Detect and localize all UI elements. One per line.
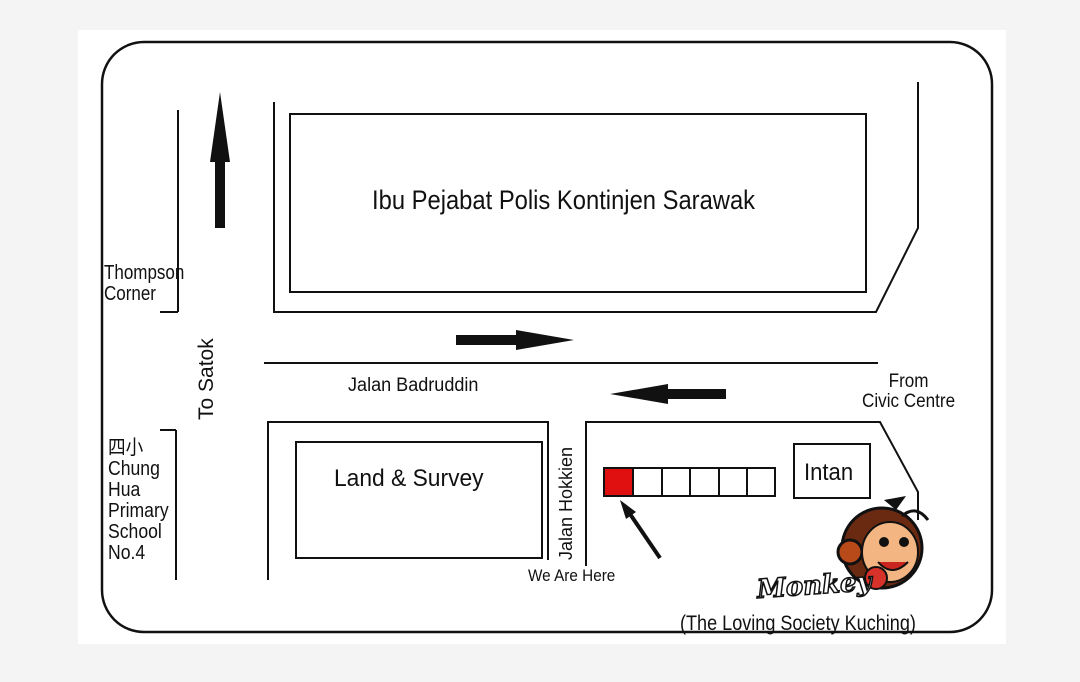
monkey-mascot-icon bbox=[836, 496, 930, 590]
shop-lot bbox=[718, 467, 748, 497]
jalan-badruddin-label: Jalan Badruddin bbox=[348, 375, 479, 396]
pointer-arrow-line bbox=[628, 512, 662, 560]
shop-lot bbox=[632, 467, 663, 497]
shop-lot-here bbox=[603, 467, 634, 497]
traffic-arrow-east bbox=[456, 330, 574, 350]
jalan-hokkien-label: Jalan Hokkien bbox=[556, 446, 576, 560]
road-edge-police-block bbox=[273, 82, 919, 313]
road-edge-right-block bbox=[585, 421, 919, 566]
we-are-here-label: We Are Here bbox=[528, 566, 616, 585]
school-label: 四小 Chung Hua Primary School No.4 bbox=[108, 437, 169, 564]
road-edge-land-block bbox=[267, 421, 549, 580]
land-survey-label: Land & Survey bbox=[334, 465, 484, 492]
shop-lot bbox=[689, 467, 720, 497]
intan-label: Intan bbox=[804, 459, 854, 486]
land-survey-building bbox=[295, 441, 543, 559]
organization-label: (The Loving Society Kuching) bbox=[680, 612, 916, 635]
police-building-label: Ibu Pejabat Polis Kontinjen Sarawak bbox=[372, 185, 756, 215]
shop-lot bbox=[661, 467, 691, 497]
thompson-corner-label: Thompson Corner bbox=[104, 262, 185, 305]
map-frame bbox=[100, 40, 994, 634]
civic-centre-label: From Civic Centre bbox=[862, 371, 956, 412]
intan-building bbox=[793, 443, 871, 499]
pointer-arrow-head bbox=[620, 500, 636, 519]
to-satok-label: To Satok bbox=[195, 338, 218, 420]
shop-lot bbox=[746, 467, 776, 497]
traffic-arrow-west bbox=[610, 384, 726, 404]
north-arrow bbox=[210, 92, 230, 228]
police-building bbox=[289, 113, 867, 293]
